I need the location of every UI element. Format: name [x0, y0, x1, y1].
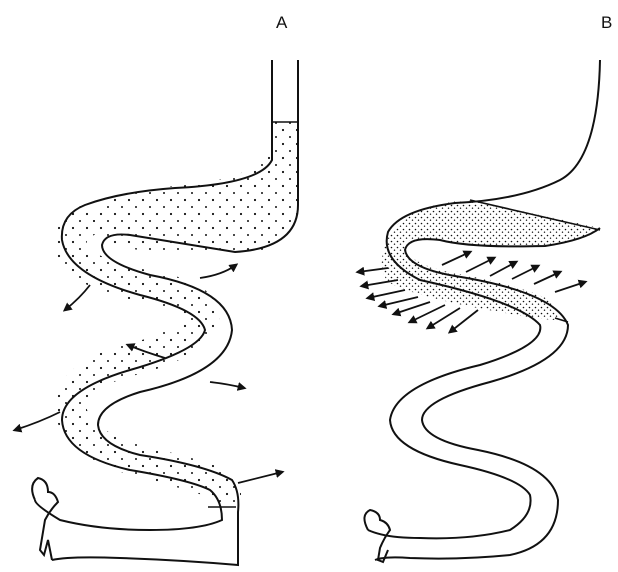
panel-a [15, 60, 298, 565]
panel-b [358, 60, 600, 562]
panel-a-inner-wall [52, 60, 298, 565]
panel-a-bolus-fill [71, 217, 225, 505]
